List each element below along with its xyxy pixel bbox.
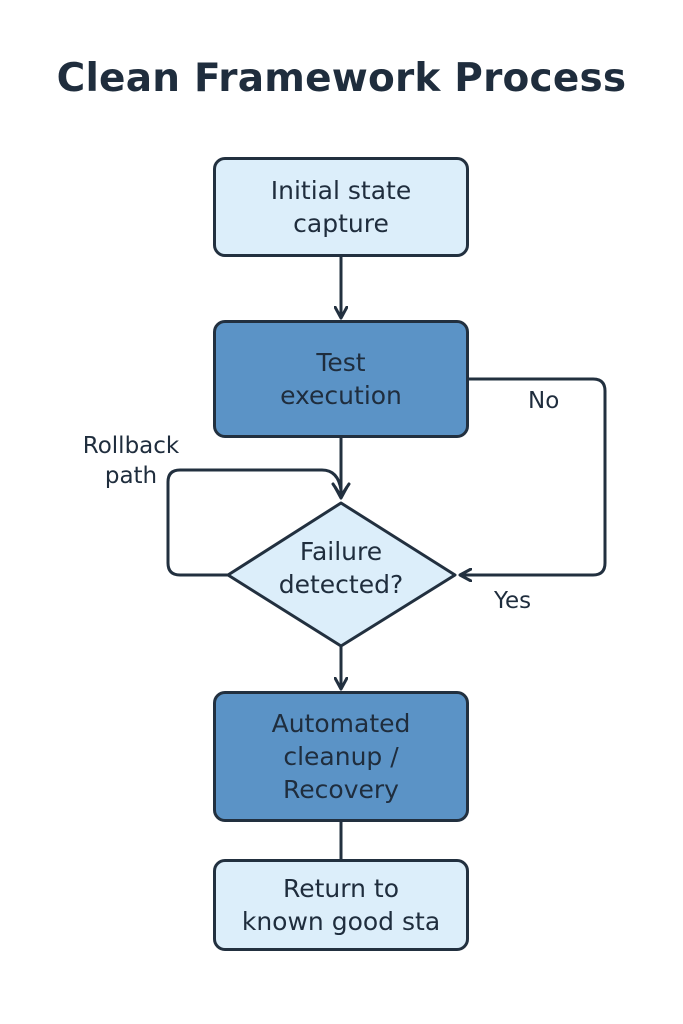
edge-label-yes: Yes xyxy=(494,588,532,614)
edge-label-no: No xyxy=(528,388,560,414)
node-test-execution-label: Test execution xyxy=(280,348,402,410)
node-initial-state-capture: Initial state capture xyxy=(213,157,469,257)
node-initial-state-label: Initial state capture xyxy=(270,176,412,238)
node-failure-detected-label: Failure detected? xyxy=(278,537,404,599)
node-automated-cleanup: Automated cleanup / Recovery xyxy=(213,691,469,822)
node-return-to-known-good-state: Return to known good sta xyxy=(213,859,469,951)
edge-label-rollback-path: Rollback path xyxy=(82,433,180,489)
node-return-label: Return to known good sta xyxy=(241,874,441,936)
node-automated-cleanup-label: Automated cleanup / Recovery xyxy=(271,709,411,804)
diagram-title: Clean Framework Process xyxy=(56,56,627,101)
arrow-rollback-path xyxy=(166,468,343,577)
node-test-execution: Test execution xyxy=(213,320,469,438)
decision-diamond-shape xyxy=(226,501,457,648)
arrow-no-loop xyxy=(460,377,607,575)
